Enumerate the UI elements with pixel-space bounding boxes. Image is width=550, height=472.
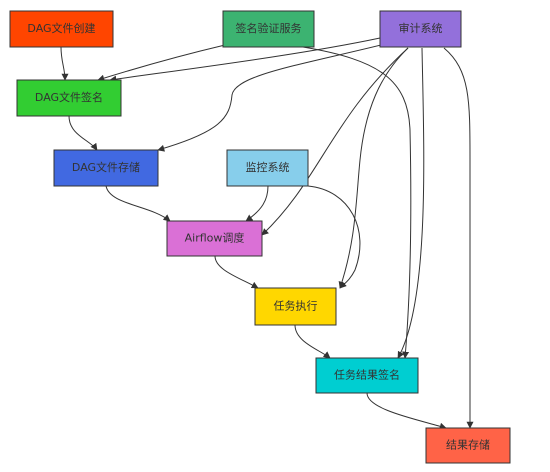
- edge-dag-create-to-dag-sign: [60, 46, 69, 81]
- edge-audit-to-dag-sign: [109, 37, 381, 83]
- node-task-sign: 任务结果签名: [315, 357, 419, 394]
- edge-monitor-to-task-exec: [307, 185, 361, 289]
- node-airflow: Airflow调度: [166, 220, 263, 257]
- edge-dag-store-to-airflow: [105, 185, 171, 222]
- nodes-layer: DAG文件创建 签名验证服务 审计系统 DAG文件签名 DAG文件存储 监控系统…: [9, 10, 511, 464]
- node-result-store: 结果存储: [425, 427, 511, 464]
- edge-sig-verify-to-dag-sign: [97, 44, 226, 82]
- edge-dag-sign-to-dag-store: [68, 115, 98, 151]
- edge-sig-verify-to-task-sign: [302, 46, 412, 359]
- edge-audit-to-result-store: [443, 47, 474, 429]
- edge-audit-to-dag-store: [157, 43, 386, 152]
- node-dag-sign-box: [16, 79, 122, 117]
- node-airflow-label: Airflow调度: [185, 231, 245, 245]
- node-task-sign-label: 任务结果签名: [334, 368, 400, 382]
- edge-audit-to-task-exec: [338, 47, 409, 289]
- node-result-store-label: 结果存储: [446, 438, 490, 452]
- node-audit: 审计系统: [379, 10, 462, 48]
- node-sig-verify-label: 签名验证服务: [236, 21, 302, 35]
- node-monitor: 监控系统: [226, 149, 309, 187]
- node-sig-verify: 签名验证服务: [222, 10, 315, 48]
- node-task-exec-label: 任务执行: [274, 299, 318, 313]
- node-airflow-box: [166, 220, 263, 257]
- node-task-exec-box: [254, 287, 337, 326]
- node-audit-label: 审计系统: [399, 21, 443, 35]
- node-audit-box: [379, 10, 462, 48]
- node-result-store-box: [425, 427, 511, 464]
- node-task-sign-box: [315, 357, 419, 394]
- edge-airflow-to-task-exec: [214, 255, 259, 289]
- node-dag-create-box: [9, 10, 114, 48]
- node-monitor-box: [226, 149, 309, 187]
- edge-task-sign-to-result-store: [366, 392, 447, 430]
- node-dag-create-label: DAG文件创建: [27, 21, 95, 35]
- node-dag-store-box: [53, 149, 159, 187]
- edge-audit-to-task-sign: [397, 47, 425, 359]
- node-dag-sign: DAG文件签名: [16, 79, 122, 117]
- node-dag-store: DAG文件存储: [53, 149, 159, 187]
- node-dag-sign-label: DAG文件签名: [35, 90, 103, 104]
- edges-layer: [60, 37, 474, 430]
- edge-audit-to-airflow: [261, 47, 409, 236]
- node-sig-verify-box: [222, 10, 315, 48]
- node-task-exec: 任务执行: [254, 287, 337, 326]
- edge-monitor-to-airflow: [245, 185, 269, 222]
- node-dag-create: DAG文件创建: [9, 10, 114, 48]
- edge-task-exec-to-task-sign: [294, 324, 331, 359]
- node-dag-store-label: DAG文件存储: [72, 160, 140, 174]
- node-monitor-label: 监控系统: [246, 160, 290, 174]
